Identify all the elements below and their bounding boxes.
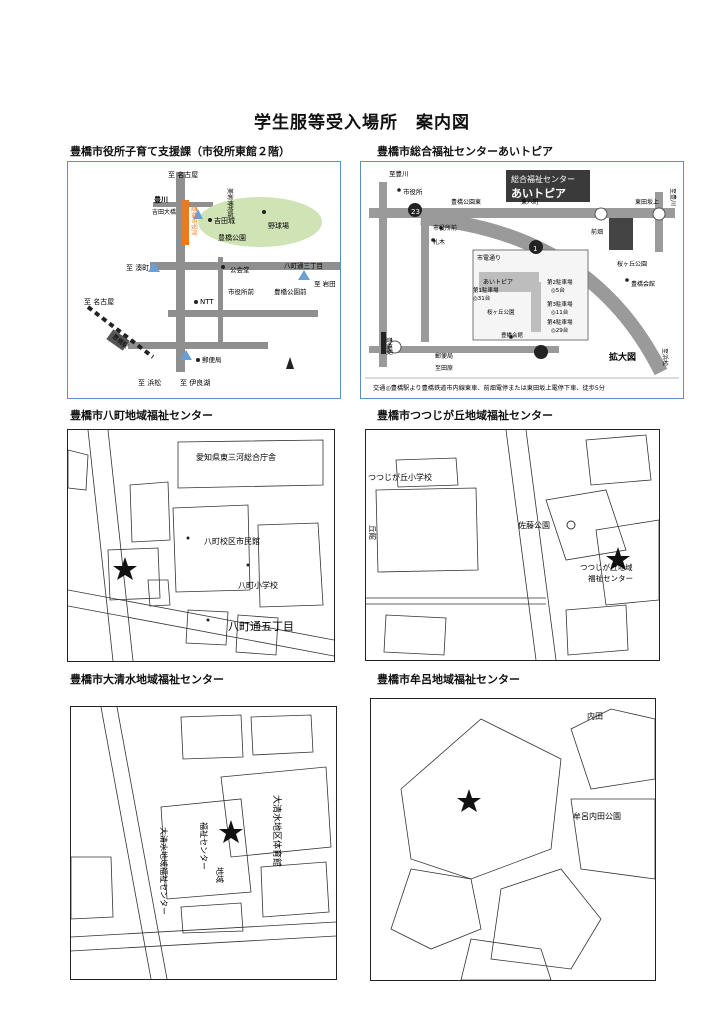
label-toyotetsu-line: 市電通り [477, 254, 501, 262]
label-park4: 佐藤公園 [518, 520, 550, 530]
label-east-hamamatsu: 至浜松 [661, 348, 669, 366]
map5-caption: 豊橋市大清水地域福祉センター [70, 673, 224, 686]
label-p4: 第4駐車場 [547, 318, 573, 326]
label-yoshida-castle: 吉田城 [214, 217, 235, 225]
label-north-top: 至 名古屋 [168, 170, 198, 179]
map5-oshimizu: 大清水地区体育館 福祉センター 大清水地域福祉センター 地域 [70, 706, 337, 980]
page-title: 学生服等受入場所 案内図 [254, 113, 470, 133]
label-sakuragaoka: 桜ヶ丘公園 [617, 260, 647, 268]
label-street: 八町通五丁目 [228, 620, 294, 633]
map1-cityhall: 至 名古屋 豊川 吉田大橋 豊橋市役所 美術博物館 吉田城 野球場 豊橋公園 至… [67, 161, 341, 399]
label-sakuragaoka-small: 桜ヶ丘公園 [487, 308, 515, 316]
label-p4c: ◎29台 [551, 326, 569, 334]
label-azumacho: 東八町 [521, 198, 539, 206]
label-south-hamamatsu: 至 浜松 [138, 378, 161, 387]
label-cityhall2: 市役所 [403, 187, 423, 196]
label-box-line2: あいトピア [511, 187, 566, 200]
map1-caption: 豊橋市役所子育て支援課（市役所東館２階） [70, 145, 290, 158]
label-p1: 第1駐車場 [473, 286, 499, 294]
label-south-irago: 至 伊良湖 [180, 378, 210, 387]
map3-hacchou: 愛知県東三河総合庁舎 八町校区市民館 八町小学校 八町通五丁目 [67, 429, 335, 662]
label-shiyakushomae: 市役所前 [228, 287, 255, 296]
label-kaikan: 豊橋会館 [631, 280, 655, 288]
label-box-line1: 総合福祉センター [511, 174, 575, 184]
label-cityhall: 豊橋市役所 [190, 206, 198, 236]
label-route23: 23 [411, 208, 420, 216]
label-kaikan-small: 豊橋会館 [501, 331, 524, 339]
label-kakudaizu: 拡大図 [609, 351, 636, 363]
label-uchida: 内田 [587, 711, 603, 721]
label-footer: 交通◎豊橋駅より豊橋鉄道市内線東車、前畑電停または東田坂上電停下車、徒歩5分 [373, 384, 605, 392]
label-west-nagoya: 至 名古屋 [84, 297, 114, 306]
map6-muro: 内田 牟呂内田公園 [370, 698, 656, 981]
label-toyokawa: 至豊川 [389, 169, 409, 178]
map3-caption: 豊橋市八町地域福祉センター [70, 409, 213, 422]
map2-aitopia: 総合福祉センター あいトピア 至豊川 市役所 豊橋公園東 東八町 東田坂上 23… [360, 161, 684, 399]
label-fudaki: 札木 [433, 238, 445, 246]
label-south2: 至田原 [435, 365, 453, 372]
label-shiyakushomae2: 市役所前 [433, 224, 457, 232]
label-station2: 豊橋駅 [385, 337, 393, 355]
label-route1: 1 [533, 245, 537, 253]
map2-caption: 豊橋市総合福祉センターあいトピア [377, 145, 553, 158]
label-higashidasakaue: 東田坂上 [635, 198, 659, 206]
label-office: 愛知県東三河総合庁舎 [196, 452, 276, 462]
label-p1c: ◎31台 [473, 294, 491, 302]
label-aitopia-small: あいトピア [483, 279, 513, 286]
map4-tsutsujigaoka: つつじが丘小学校 佐藤公園 つつじが丘地域 福祉センター 丘館 [365, 429, 660, 661]
label-art-museum: 美術博物館 [226, 188, 234, 218]
label-post2: 郵便局 [435, 352, 453, 360]
label-community: 八町校区市民館 [204, 536, 260, 546]
label-post: 郵便局 [202, 355, 222, 364]
label-side4: 丘館 [368, 525, 378, 540]
label-school: 八町小学校 [238, 580, 278, 590]
label-maehata: 前畑 [591, 228, 603, 236]
label-east: 至 岩田 [314, 279, 336, 288]
label-gym5: 大清水地区体育館 [271, 795, 283, 867]
label-public-hall: 公会堂 [230, 265, 250, 274]
label-toyokawa: 豊川 [154, 195, 168, 204]
label-center5a: 福祉センター [199, 822, 209, 870]
label-school4: つつじが丘小学校 [368, 472, 432, 482]
label-ntt: NTT [200, 298, 214, 306]
label-extra5: 地域 [215, 867, 225, 883]
label-east-top: 至豊川 [669, 188, 677, 206]
label-west-ato: 至 湊町 [126, 263, 149, 272]
label-yoshidaohashi: 吉田大橋 [152, 208, 176, 216]
label-baseball: 野球場 [268, 221, 289, 230]
label-park: 豊橋公園 [218, 233, 246, 242]
label-p2c: ◎5台 [551, 286, 565, 294]
label-hacchodori: 八町通三丁目 [284, 261, 323, 270]
label-center5b: 大清水地域福祉センター [159, 827, 169, 915]
label-p2: 第2駐車場 [547, 278, 573, 286]
label-toyohashikoen: 豊橋公園前 [274, 287, 307, 296]
map4-caption: 豊橋市つつじが丘地域福祉センター [377, 409, 553, 422]
label-park6: 牟呂内田公園 [573, 811, 621, 821]
map6-caption: 豊橋市牟呂地域福祉センター [377, 673, 520, 686]
label-center4-line2: 福祉センター [588, 573, 633, 583]
label-p3c: ◎11台 [551, 308, 569, 316]
label-p3: 第3駐車場 [547, 300, 573, 308]
label-koenmae: 豊橋公園東 [451, 198, 481, 206]
label-center4-line1: つつじが丘地域 [580, 562, 633, 572]
